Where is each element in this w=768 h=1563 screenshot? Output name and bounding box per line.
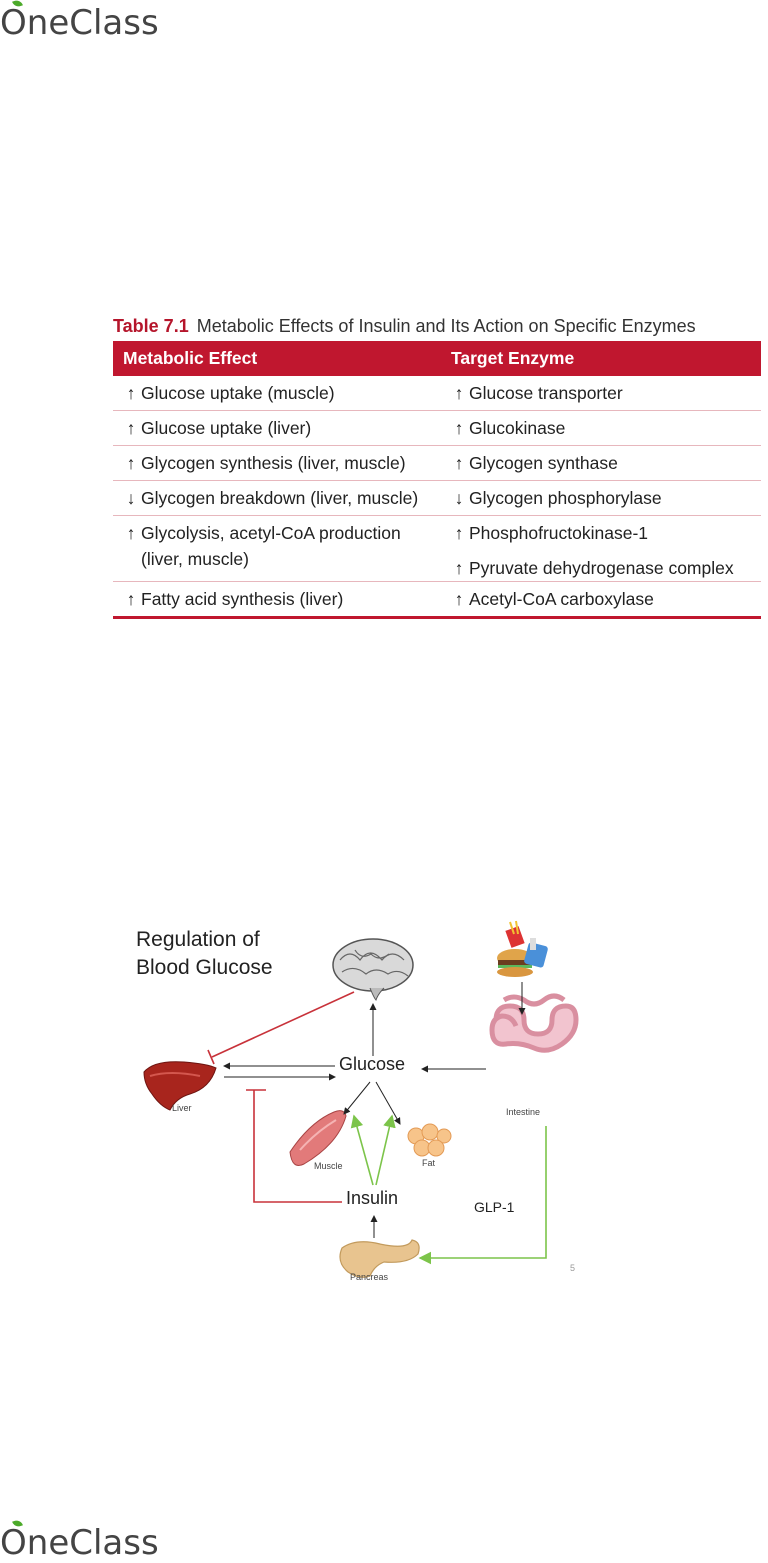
table-number: Table 7.1	[113, 316, 189, 336]
insulin-to-muscle-arrow	[350, 1114, 374, 1186]
table-row: ↑Glycogen synthesis (liver, muscle) ↑Gly…	[113, 445, 761, 481]
up-arrow-icon: ↑	[126, 589, 136, 609]
liver-icon	[143, 1061, 217, 1111]
up-arrow-icon: ↑	[454, 418, 464, 438]
table-row: ↑Glucose uptake (muscle) ↑Glucose transp…	[113, 376, 761, 411]
effect-text: Glucose uptake (muscle)	[141, 383, 335, 403]
liver-label: Liver	[172, 1103, 192, 1113]
up-arrow-icon: ↑	[126, 523, 136, 543]
table-row: ↑Glycolysis, acetyl-CoA production (live…	[113, 515, 761, 582]
up-arrow-icon: ↑	[454, 589, 464, 609]
down-arrow-icon: ↓	[454, 488, 464, 508]
table-caption: Metabolic Effects of Insulin and Its Act…	[196, 316, 696, 336]
pancreas-label: Pancreas	[350, 1272, 389, 1282]
effect-text: Glycogen breakdown (liver, muscle)	[141, 488, 419, 508]
effect-text: Glucose uptake (liver)	[141, 418, 312, 438]
enzyme-text: Glucose transporter	[469, 383, 623, 403]
brain-icon	[332, 938, 414, 1001]
up-arrow-icon: ↑	[126, 453, 136, 473]
effect-text-line2: (liver, muscle)	[141, 549, 249, 569]
insulin-to-liver-inhibition	[253, 1090, 342, 1203]
page-number: 5	[570, 1263, 576, 1273]
logo-leaf-icon: O	[0, 1518, 27, 1560]
up-arrow-icon: ↑	[126, 418, 136, 438]
table-header-row: Metabolic Effect Target Enzyme	[113, 341, 761, 376]
table-row: ↑Fatty acid synthesis (liver) ↑Acetyl-Co…	[113, 581, 761, 619]
diagram-svg	[143, 920, 579, 1278]
fat-icon	[407, 1123, 452, 1157]
glp1-arrow	[418, 1126, 547, 1265]
glucose-label: Glucose	[339, 1054, 406, 1074]
enzyme-text: Glycogen synthase	[469, 453, 618, 473]
blood-glucose-diagram: Regulation of Blood Glucose	[130, 920, 590, 1295]
up-arrow-icon: ↑	[454, 453, 464, 473]
table-title: Table 7.1 Metabolic Effects of Insulin an…	[113, 313, 761, 341]
enzyme-text: Phosphofructokinase-1	[469, 523, 648, 543]
fat-label: Fat	[422, 1158, 436, 1168]
diagram-title: Regulation of Blood Glucose	[136, 928, 273, 979]
food-icon	[497, 920, 548, 977]
logo-text: neClass	[26, 1523, 159, 1563]
insulin-to-fat-arrow	[375, 1114, 396, 1186]
pancreas-icon	[339, 1239, 420, 1278]
enzyme-text: Glucokinase	[469, 418, 566, 438]
glucose-to-muscle-arrow	[343, 1081, 371, 1115]
enzyme-text: Acetyl-CoA carboxylase	[469, 589, 654, 609]
down-arrow-icon: ↓	[126, 488, 136, 508]
enzyme-text: Glycogen phosphorylase	[469, 488, 662, 508]
glp1-label: GLP-1	[474, 1199, 515, 1215]
up-arrow-icon: ↑	[454, 523, 464, 543]
logo-text: neClass	[26, 3, 159, 43]
up-arrow-icon: ↑	[454, 383, 464, 403]
intestine-icon	[489, 993, 579, 1053]
up-arrow-icon: ↑	[454, 558, 464, 578]
effect-text: Glycogen synthesis (liver, muscle)	[141, 453, 406, 473]
insulin-label: Insulin	[346, 1188, 399, 1208]
effect-text: Glycolysis, acetyl-CoA production	[141, 523, 401, 543]
enzyme-text: Pyruvate dehydrogenase complex	[469, 558, 734, 578]
brain-to-liver-inhibition	[211, 991, 355, 1058]
muscle-label: Muscle	[314, 1161, 343, 1171]
header-target-enzyme: Target Enzyme	[451, 348, 575, 368]
muscle-icon	[289, 1110, 347, 1166]
header-metabolic-effect: Metabolic Effect	[123, 348, 258, 368]
enzyme-table: Metabolic Effect Target Enzyme ↑Glucose …	[113, 341, 761, 619]
intestine-label: Intestine	[506, 1107, 541, 1117]
enzyme-table-section: Table 7.1 Metabolic Effects of Insulin an…	[113, 313, 761, 619]
glucose-to-fat-arrow	[375, 1081, 401, 1125]
effect-text: Fatty acid synthesis (liver)	[141, 589, 344, 609]
table-row: ↓Glycogen breakdown (liver, muscle) ↓Gly…	[113, 480, 761, 516]
up-arrow-icon: ↑	[126, 383, 136, 403]
table-row: ↑Glucose uptake (liver) ↑Glucokinase	[113, 410, 761, 446]
logo-leaf-icon: O	[0, 0, 27, 40]
